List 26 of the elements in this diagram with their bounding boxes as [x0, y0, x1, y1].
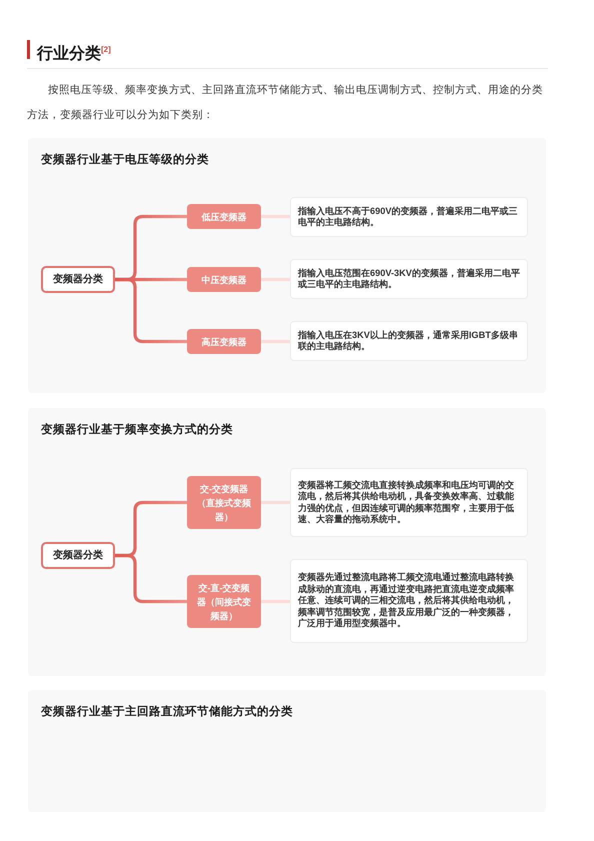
description-box: 指输入电压在3KV以上的变频器，通常采用IGBT多级串联的主电路结构。 [290, 321, 528, 361]
connector-line [261, 278, 290, 282]
panel [28, 408, 546, 676]
connector-line [261, 600, 290, 604]
root-box: 变频器分类 [41, 266, 115, 293]
section-title: 行业分类$^{[2]}$ [37, 44, 111, 64]
description-box: 指输入电压不高于690V的变频器，普遍采用二电平或三电平的主电路结构。 [290, 197, 528, 237]
connector-line [115, 554, 187, 604]
category-box: 低压变频器 [187, 204, 261, 229]
connector-line [261, 340, 290, 344]
category-box: 中压变频器 [187, 267, 261, 292]
category-box: 高压变频器 [187, 329, 261, 354]
description-box: 变频器将工频交流电直接转换成频率和电压均可调的交流电，然后将其供给电动机，具备变换效率高、过载能力强的优点，但因连续可调的频率范围窄，主要用于低速、大容量的拖动系统中。 [290, 468, 528, 537]
category-box: 交-交变频器（直接式变频器） [187, 476, 261, 529]
panel [28, 138, 546, 393]
category-box: 交-直-交变频器（间接式变频器） [187, 575, 261, 628]
description-box: 指输入电压范围在690V-3KV的变频器，普遍采用二电平或三电平的主电路结构。 [290, 259, 528, 299]
panel-heading: 变频器行业基于主回路直流环节储能方式的分类 [41, 704, 293, 720]
description-box: 变频器先通过整流电路将工频交流电通过整流电路转换成脉动的直流电，再通过逆变电路把直流电逆变成频率任意、连续可调的三相交流电，然后将其供给电动机，频率调节范围较宽，是普及应用最广泛的一种变频器，广泛用于通用型变频器中。 [290, 559, 528, 643]
connector-line [115, 278, 187, 344]
connector-line [261, 214, 290, 218]
panel-heading: 变频器行业基于频率变换方式的分类 [41, 422, 233, 438]
intro-paragraph: 按照电压等级、频率变换方式、主回路直流环节储能方式、输出电压调制方式、控制方式、用途的分类方法，变频器行业可以分为如下类别： [27, 82, 544, 122]
connector-line [261, 500, 290, 504]
root-box: 变频器分类 [41, 542, 115, 569]
panel-heading: 变频器行业基于电压等级的分类 [41, 152, 209, 168]
